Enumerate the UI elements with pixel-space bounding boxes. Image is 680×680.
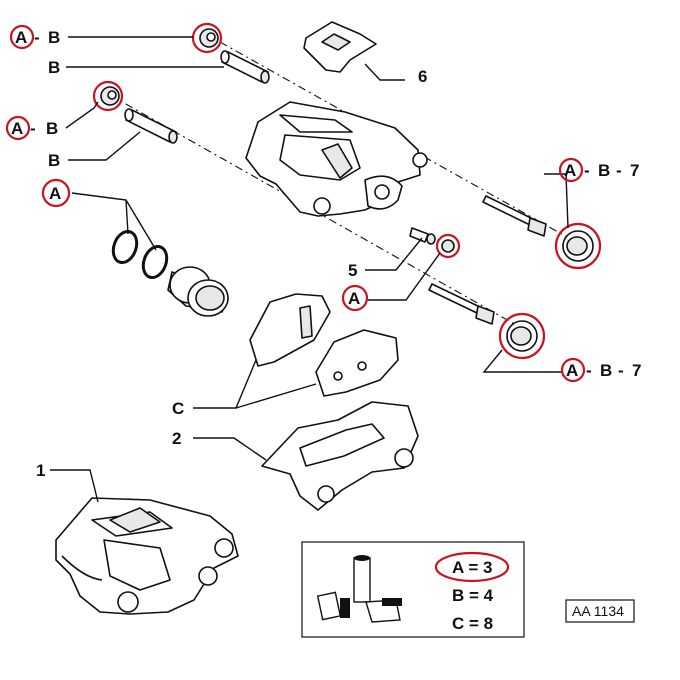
reference-box: AA 1134 [565,599,635,623]
bolt-cap-lower [498,312,546,360]
leader-lines [50,36,569,503]
bleed-screw [409,227,436,245]
callout-a: A [566,361,578,380]
callout-2: 2 [172,429,181,448]
callout-a: A [11,119,23,138]
guide-bolt-upper [482,195,547,237]
caliper-body-exploded [245,101,428,217]
callout-b: B [48,28,60,47]
legend-ring [434,551,510,583]
pad-retaining-clip [303,21,377,73]
caliper-carrier [261,401,419,511]
callout-a: A [564,161,576,180]
callout-ring [560,357,586,383]
lubricant-legend: A = 3 B = 4 C = 8 [301,541,525,638]
callout-c: C [172,399,184,418]
legend-a: A = 3 [452,558,492,577]
caliper-assembly [55,497,239,615]
callout-sep: - [584,161,590,180]
callout-6: 6 [418,67,427,86]
callout-sep: - [30,119,36,138]
callout-ring [5,115,31,141]
callout-ring [558,157,584,183]
callout-sep: - [616,161,622,180]
callout-sep: - [586,361,592,380]
guide-pin-mid [124,108,178,144]
callout-b: B [48,58,60,77]
bleed-cap [435,233,461,259]
callout-b: B [48,151,60,170]
guide-pin-top [220,50,270,84]
reference-code: AA 1134 [572,603,624,619]
brake-pad-outer [249,293,331,367]
brake-pad-inner [315,329,399,397]
callout-sep: - [618,361,624,380]
callout-ring [41,178,71,208]
callout-sep: - [34,28,40,47]
callout-7: 7 [632,361,641,380]
legend-c: C = 8 [452,614,493,633]
callout-7: 7 [630,161,639,180]
callout-a: A [49,184,61,203]
bolt-cap-upper [554,222,602,270]
callout-1: 1 [36,461,45,480]
legend-b: B = 4 [452,586,494,605]
guide-bushing-top [191,22,223,54]
callout-b: B [46,119,58,138]
callout-ring [341,284,369,312]
callout-ring [9,24,35,50]
piston-seals [111,230,169,279]
callout-a: A [348,289,360,308]
callout-a: A [15,28,27,47]
brake-piston [167,266,229,317]
callout-b: B [598,161,610,180]
guide-bolt-lower [428,283,495,325]
lubricant-icon [316,555,402,623]
guide-bushing-mid [92,80,124,112]
callout-5: 5 [348,261,357,280]
callout-b: B [600,361,612,380]
